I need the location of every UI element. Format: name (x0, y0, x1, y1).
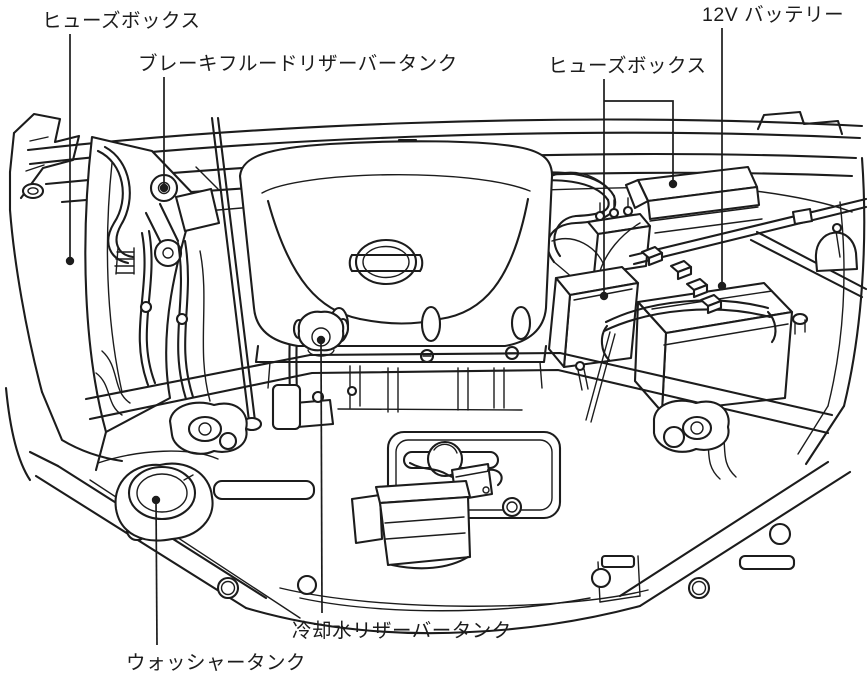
label-washer-tank: ウォッシャータンク (126, 652, 306, 674)
hood-latch-panel-drawing (350, 430, 562, 570)
coolant-cap-drawing (292, 310, 350, 357)
radiator-support-drawing (84, 351, 834, 455)
leader-line-coolant-reservoir-tank (320, 339, 323, 614)
leader-dot-brake-fluid-reservoir-tank (159, 183, 169, 193)
battery-and-fusebox-drawing (547, 156, 866, 480)
label-brake-fluid-reservoir-tank: ブレーキフルードリザーバータンク (138, 52, 458, 75)
label-fuse-box-right: ヒューズボックス (548, 55, 706, 77)
label-battery-12v: 12V バッテリー (702, 4, 844, 26)
leader-dot-coolant-reservoir-tank (316, 335, 326, 345)
leader-dot-fuse-box-right (668, 179, 678, 189)
leader-dot-fuse-box-left (65, 256, 75, 266)
leader-dot-battery-12v (717, 281, 727, 291)
label-coolant-reservoir-tank: 冷却水リザーバータンク (292, 620, 512, 642)
left-fender-drawing (8, 112, 198, 472)
labels-layer: ヒューズボックス ブレーキフルードリザーバータンク ヒューズボックス 12V バ… (42, 4, 844, 674)
leader-line-washer-tank (155, 499, 158, 646)
label-fuse-box-left: ヒューズボックス (42, 10, 200, 32)
nissan-badge-icon (348, 238, 424, 286)
leader-dot-washer-tank (151, 495, 161, 505)
bumper-apron-drawing (4, 386, 852, 635)
leader-dot-fuse-box-right (599, 291, 609, 301)
right-brace-drawing (624, 165, 868, 299)
leader-lines-layer (65, 28, 727, 646)
leader-line-fuse-box-right (604, 100, 674, 184)
